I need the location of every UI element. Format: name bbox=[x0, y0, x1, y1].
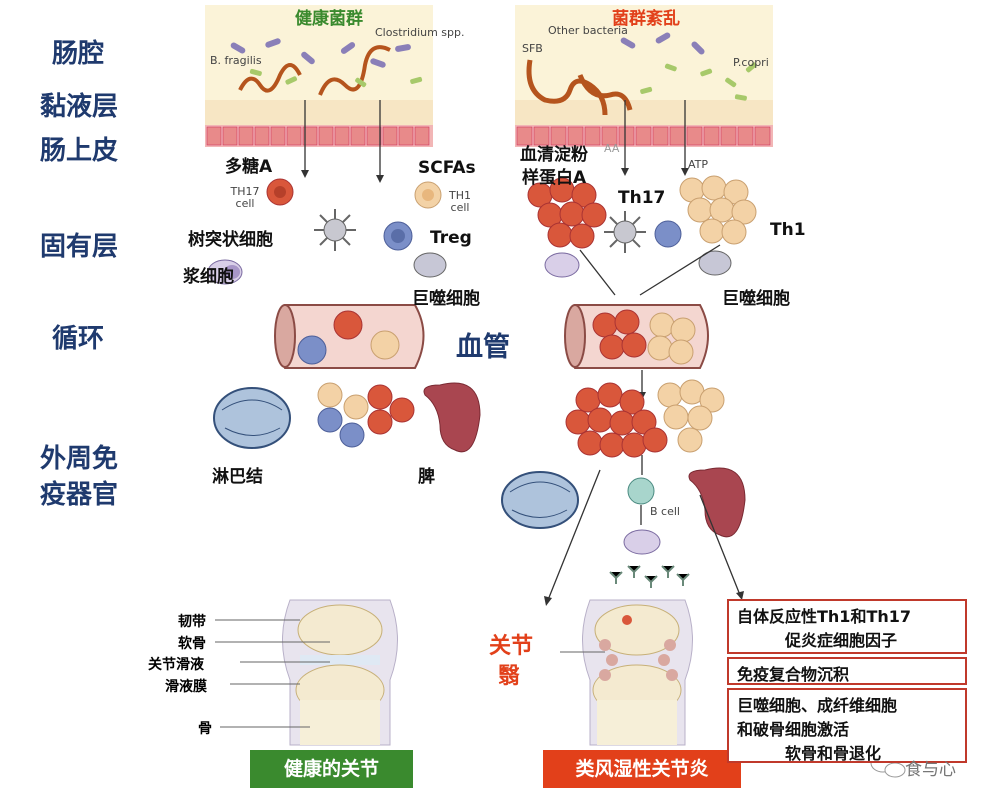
ra-joint bbox=[582, 599, 693, 746]
box-immune-complex: 免疫复合物沉积 bbox=[727, 657, 967, 685]
box3-line1: 巨噬细胞、成纤维细胞 bbox=[737, 696, 898, 715]
lymph-node-ra bbox=[501, 471, 579, 529]
label-macrophage-ra: 巨噬细胞 bbox=[722, 289, 790, 309]
box-cell-activation: 巨噬细胞、成纤维细胞 和破骨细胞激活 软骨和骨退化 bbox=[727, 688, 967, 763]
label-scfas: SCFAs bbox=[418, 158, 476, 178]
ra-bacteria bbox=[526, 32, 757, 116]
label-peripheral-2: 疫器官 bbox=[40, 480, 119, 510]
blood-vessel-ra bbox=[564, 304, 709, 369]
label-plasma-cell: 浆细胞 bbox=[183, 267, 234, 287]
spleen-ra bbox=[688, 467, 746, 538]
dendritic-cell-healthy bbox=[314, 209, 356, 251]
label-dendritic-cell: 树突状细胞 bbox=[188, 230, 273, 250]
plasma-cell-ra-2 bbox=[623, 529, 661, 555]
label-saa-line2: 样蛋白A bbox=[522, 168, 587, 188]
label-th17-small: TH17 cell bbox=[230, 185, 260, 210]
box3-line2: 和破骨细胞激活 bbox=[737, 720, 850, 739]
th17-cluster-ra bbox=[527, 177, 607, 249]
box1-line2: 促炎症细胞因子 bbox=[785, 631, 898, 650]
box1-line1: 自体反应性Th1和Th17 bbox=[737, 607, 912, 626]
label-pcopri: P.copri bbox=[733, 56, 769, 69]
label-saa-line1: 血清淀粉 bbox=[520, 145, 588, 165]
label-atp: ATP bbox=[688, 158, 709, 171]
healthy-joint-leader-lines bbox=[215, 619, 330, 728]
b-cell bbox=[627, 477, 655, 505]
label-cartilage: 软骨 bbox=[178, 636, 206, 652]
healthy-bacteria bbox=[230, 38, 423, 96]
ra-organ-cell-cluster bbox=[565, 379, 725, 458]
ra-joint-tag: 类风湿性关节炎 bbox=[543, 750, 741, 788]
macrophage-healthy bbox=[413, 252, 447, 278]
healthy-microbiota-title: 健康菌群 bbox=[295, 9, 363, 29]
label-circulation: 循环 bbox=[52, 324, 105, 354]
label-polysaccharide-a: 多糖A bbox=[225, 157, 273, 177]
label-spleen: 脾 bbox=[418, 467, 435, 487]
label-clostridium: Clostridium spp. bbox=[375, 26, 465, 39]
healthy-joint-tag: 健康的关节 bbox=[250, 750, 413, 788]
label-lymph-node: 淋巴结 bbox=[212, 467, 263, 487]
label-epithelium: 肠上皮 bbox=[40, 136, 119, 166]
healthy-cell-cluster bbox=[317, 382, 415, 448]
label-lamina-propria: 固有层 bbox=[40, 232, 119, 262]
label-synovial-fluid: 关节滑液 bbox=[148, 657, 204, 673]
label-synovium: 滑液膜 bbox=[165, 679, 207, 695]
ra-epithelial-cells bbox=[516, 126, 771, 146]
healthy-mucus bbox=[205, 100, 433, 125]
label-ligament: 韧带 bbox=[178, 614, 206, 630]
dysbiosis-title: 菌群紊乱 bbox=[612, 9, 680, 29]
healthy-joint bbox=[282, 599, 398, 746]
label-peripheral-1: 外周免 bbox=[40, 444, 119, 474]
label-bone: 骨 bbox=[198, 721, 212, 737]
macrophage-ra bbox=[698, 250, 732, 276]
box2-text: 免疫复合物沉积 bbox=[737, 665, 850, 684]
label-lumen: 肠腔 bbox=[52, 39, 105, 69]
spleen-healthy bbox=[423, 382, 481, 453]
label-th1: Th1 bbox=[770, 220, 806, 240]
label-th1-small: TH1 cell bbox=[449, 189, 471, 214]
healthy-epithelial-cells bbox=[206, 126, 430, 146]
th1-cluster-ra bbox=[679, 175, 757, 245]
gut-arrows bbox=[304, 100, 686, 175]
dendritic-cell-ra bbox=[604, 211, 646, 253]
label-mucus: 黏液层 bbox=[40, 92, 119, 122]
ra-converge-arrows bbox=[579, 244, 721, 296]
label-sfb: SFB bbox=[522, 42, 543, 55]
label-other-bacteria: Other bacteria bbox=[548, 24, 628, 37]
plasma-cell-ra bbox=[544, 252, 580, 278]
box-autoreactive-t-cells: 自体反应性Th1和Th17 促炎症细胞因子 bbox=[727, 599, 967, 654]
gut-arrowheads bbox=[301, 168, 689, 183]
label-th17: Th17 bbox=[618, 188, 666, 208]
label-blood-vessel: 血管 bbox=[456, 332, 510, 363]
label-macrophage: 巨噬细胞 bbox=[412, 289, 480, 309]
lymph-node-healthy bbox=[213, 387, 291, 449]
label-pannus-2: 翳 bbox=[498, 664, 521, 689]
label-treg: Treg bbox=[430, 228, 472, 248]
label-b-cell: B cell bbox=[650, 505, 680, 518]
antibodies bbox=[609, 565, 690, 588]
treg-cell-ra bbox=[654, 220, 682, 248]
watermark: 食与心 bbox=[905, 760, 956, 780]
label-bfragilis: B. fragilis bbox=[210, 54, 262, 67]
box3-line3: 软骨和骨退化 bbox=[785, 744, 882, 763]
label-pannus-1: 关节 bbox=[489, 634, 534, 659]
label-saa-small: AA bbox=[604, 142, 620, 155]
blood-vessel-healthy bbox=[274, 304, 425, 369]
ra-joint-arrows bbox=[547, 469, 741, 601]
ra-mucus bbox=[515, 100, 773, 125]
